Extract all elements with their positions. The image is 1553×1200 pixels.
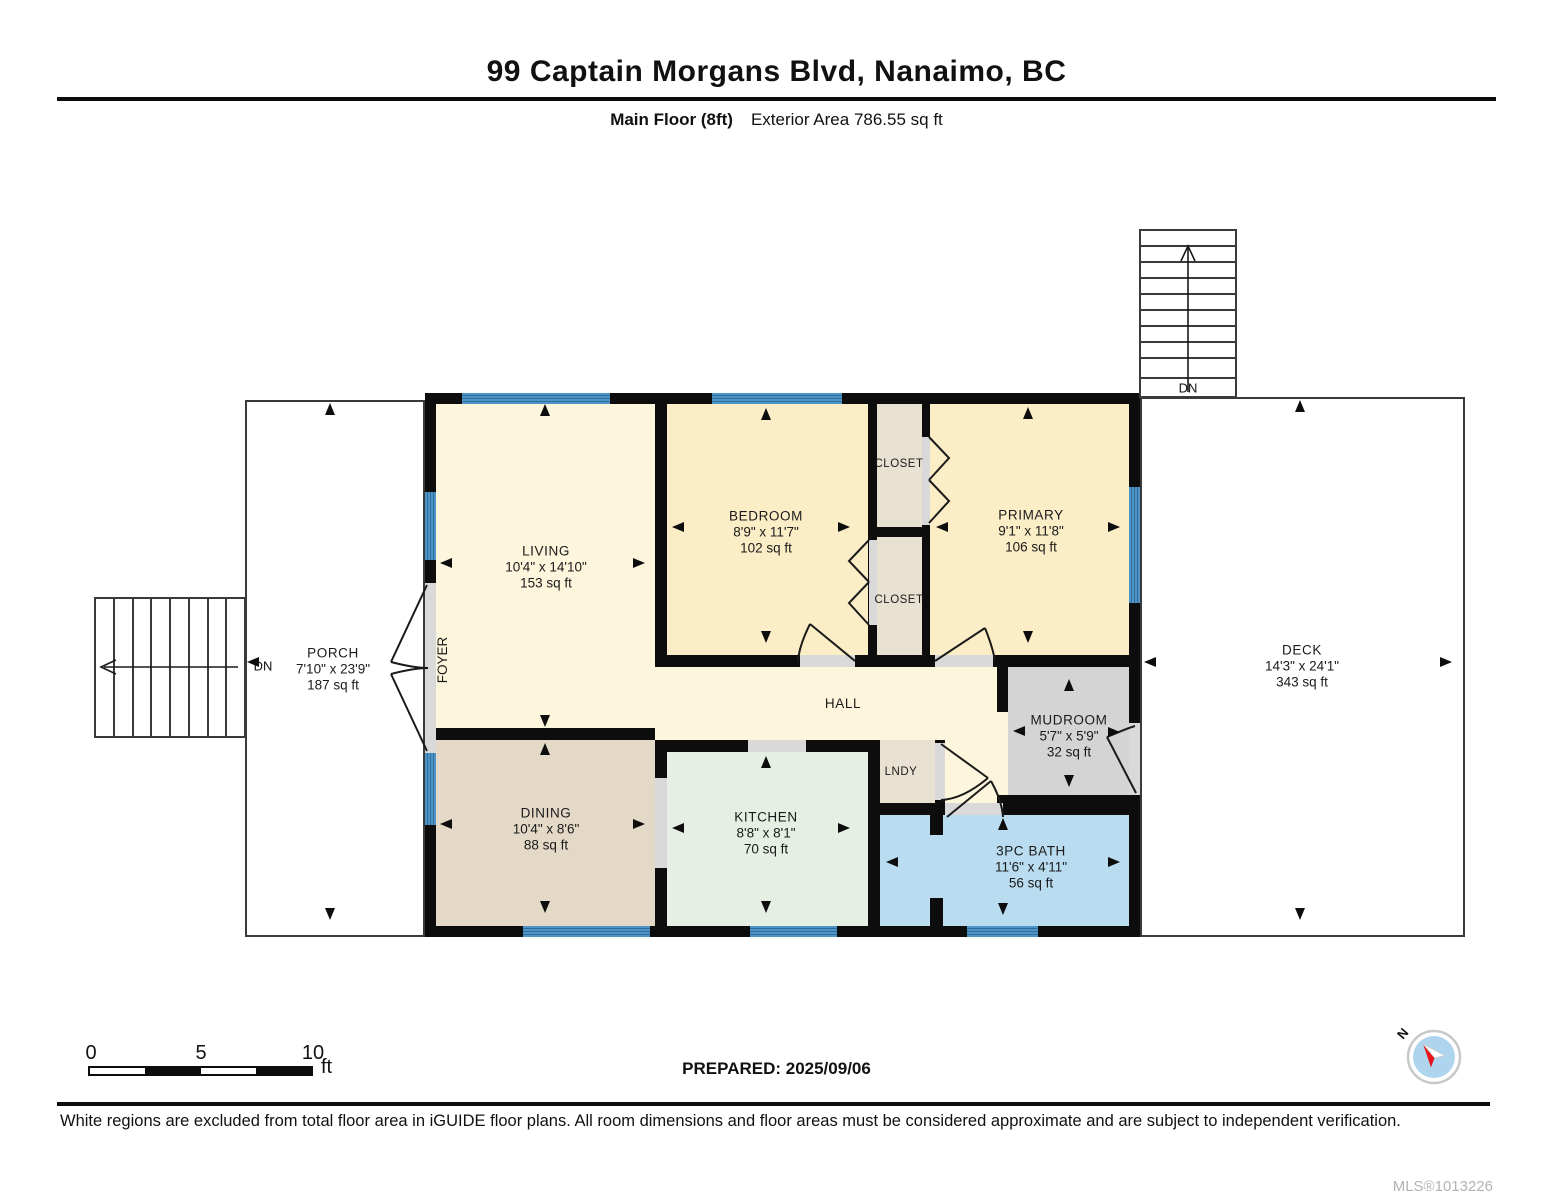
scale-unit-label: ft [321, 1056, 333, 1078]
dimension-arrow-right [1440, 657, 1452, 667]
kitchen-top-opening [748, 740, 806, 752]
kitchen-bottom-window [750, 926, 837, 937]
dimension-arrow-left [936, 522, 948, 532]
scale-tick-5: 5 [195, 1042, 207, 1064]
dimension-arrow-up [1064, 679, 1074, 691]
dimension-arrow-down [1295, 908, 1305, 920]
dimension-arrow-up [1023, 407, 1033, 419]
disclaimer-text: White regions are excluded from total fl… [60, 1112, 1401, 1130]
scale-bar: 0 5 10 ft [85, 1042, 348, 1078]
page-title: 99 Captain Morgans Blvd, Nanaimo, BC [486, 55, 1067, 88]
dimension-arrow-down [761, 901, 771, 913]
hall-area [655, 667, 997, 740]
bath-wall-stub-bottom [930, 898, 943, 926]
scale-tick-0: 0 [85, 1042, 97, 1064]
floor-label: Main Floor (8ft) [610, 110, 733, 129]
dining-west-window [425, 747, 436, 825]
living-room-area [436, 404, 655, 728]
dimension-arrow-down [1023, 631, 1033, 643]
dimension-arrow-down [325, 908, 335, 920]
dimension-arrow-left [1144, 657, 1156, 667]
dimension-arrow-right [633, 819, 645, 829]
dimension-arrow-up [540, 404, 550, 416]
closet-top-door-opening [922, 437, 930, 525]
bath-wall-stub-top [930, 815, 943, 835]
primary-east-window [1129, 487, 1140, 603]
dimension-arrow-up [1295, 400, 1305, 412]
dimension-arrow-right [838, 522, 850, 532]
bedroom-door-opening [800, 655, 855, 667]
dimension-arrow-left [672, 522, 684, 532]
bath-bottom-window [967, 926, 1038, 937]
living-west-window [425, 492, 436, 560]
closet-bottom-area [877, 537, 922, 655]
dining-bottom-window [523, 926, 650, 937]
dimension-arrow-left [1013, 726, 1025, 736]
dimension-arrow-up [540, 743, 550, 755]
dimension-arrow-down [1064, 775, 1074, 787]
primary-door-opening [935, 655, 993, 667]
bedroom-area [667, 404, 868, 655]
dimension-arrow-up [761, 756, 771, 768]
living-top-window [462, 393, 610, 404]
dimension-arrow-up [761, 408, 771, 420]
footer-rule [57, 1102, 1490, 1106]
dimension-arrow-down [998, 903, 1008, 915]
scale-bar-segments [88, 1066, 313, 1076]
dimension-arrow-up [325, 403, 335, 415]
dimension-arrow-right [1108, 857, 1120, 867]
dimension-arrow-up [998, 818, 1008, 830]
primary-area [930, 404, 1129, 655]
laundry-area [880, 740, 935, 803]
closet-top-area [877, 404, 922, 527]
closet-bottom-label: CLOSET [874, 594, 924, 607]
prepared-date: PREPARED: 2025/09/06 [682, 1059, 871, 1078]
dimension-arrow-right [1108, 727, 1120, 737]
dining-area [436, 740, 655, 926]
dimension-arrow-left [247, 657, 259, 667]
dimension-arrow-left [886, 857, 898, 867]
floor-subtitle: Main Floor (8ft) Exterior Area 786.55 sq … [0, 110, 1553, 130]
closet-top-label: CLOSET [874, 458, 924, 471]
laundry-label: LNDY [884, 766, 918, 779]
dimension-arrow-down [540, 715, 550, 727]
dimension-arrow-left [440, 819, 452, 829]
kitchen-area [667, 752, 868, 926]
bedroom-top-window [712, 393, 842, 404]
exterior-area-label: Exterior Area 786.55 sq ft [750, 110, 943, 129]
dimension-arrow-right [1108, 522, 1120, 532]
foyer-label: FOYER [434, 636, 450, 684]
dining-kitchen-opening [655, 778, 667, 868]
foyer-door-opening [425, 583, 436, 753]
dimension-arrow-right [838, 823, 850, 833]
hall-mudroom-opening [997, 712, 1008, 795]
dimension-arrow-right [633, 558, 645, 568]
scale-tick-10: 10 [301, 1042, 325, 1064]
dimension-arrow-down [761, 631, 771, 643]
stairs-top-dn-label: DN [1178, 380, 1198, 396]
dimension-arrow-down [540, 901, 550, 913]
deck-region [1140, 397, 1465, 937]
laundry-door-opening [935, 743, 945, 800]
dimension-arrow-left [672, 823, 684, 833]
dimension-arrow-left [440, 558, 452, 568]
closet-bottom-door-opening [869, 540, 877, 625]
mls-number: MLS®1013226 [1392, 1178, 1493, 1195]
mudroom-deck-door-opening [1129, 723, 1140, 795]
hall-label: HALL [824, 695, 862, 711]
title-rule [57, 97, 1496, 101]
